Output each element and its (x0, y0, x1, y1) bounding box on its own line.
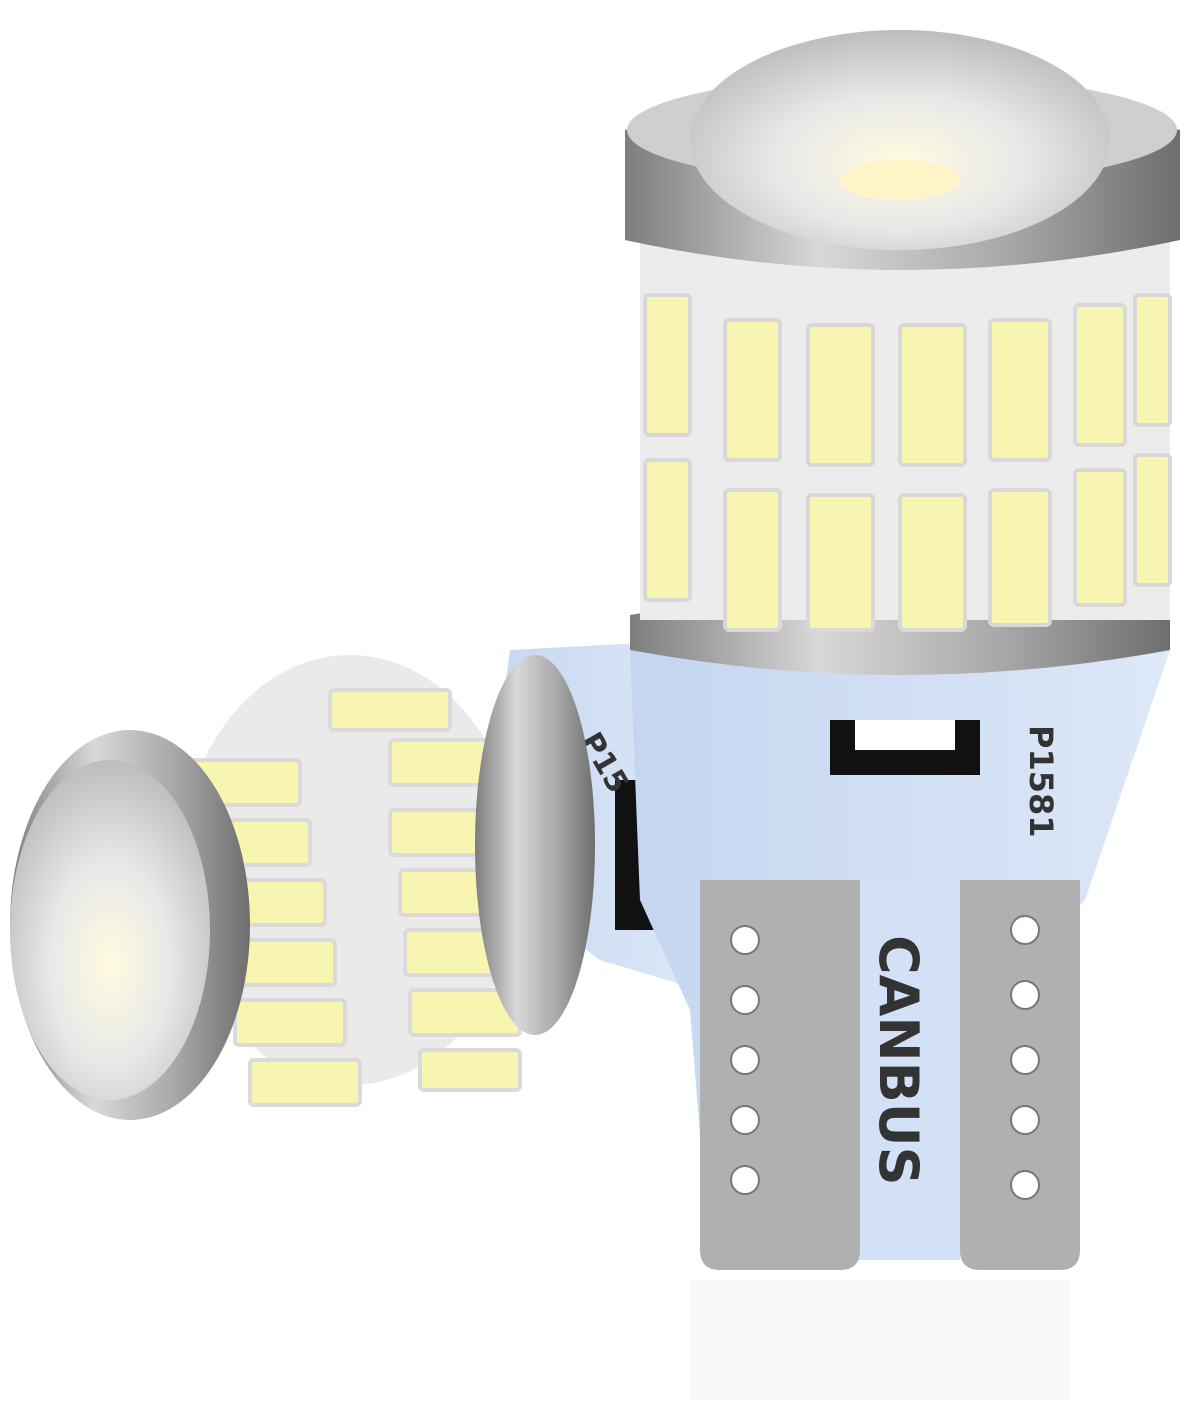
right-terminal (960, 880, 1080, 1270)
tilted-bulb: P15 (10, 640, 700, 1120)
upright-led-array (643, 293, 1172, 632)
upright-model-label: P1581 (1022, 725, 1060, 838)
upright-bulb: P1581 CANBUS (625, 30, 1180, 1270)
center-strip (860, 880, 960, 1260)
tilted-lens (10, 760, 210, 1100)
tilted-led-array (188, 688, 522, 1107)
tilted-rear-ring (475, 655, 595, 1035)
terminal-holes (730, 915, 1040, 1200)
upright-lens (690, 30, 1110, 250)
canbus-label: CANBUS (867, 935, 930, 1186)
left-terminal (700, 880, 860, 1270)
floor-reflection (690, 1280, 1070, 1400)
